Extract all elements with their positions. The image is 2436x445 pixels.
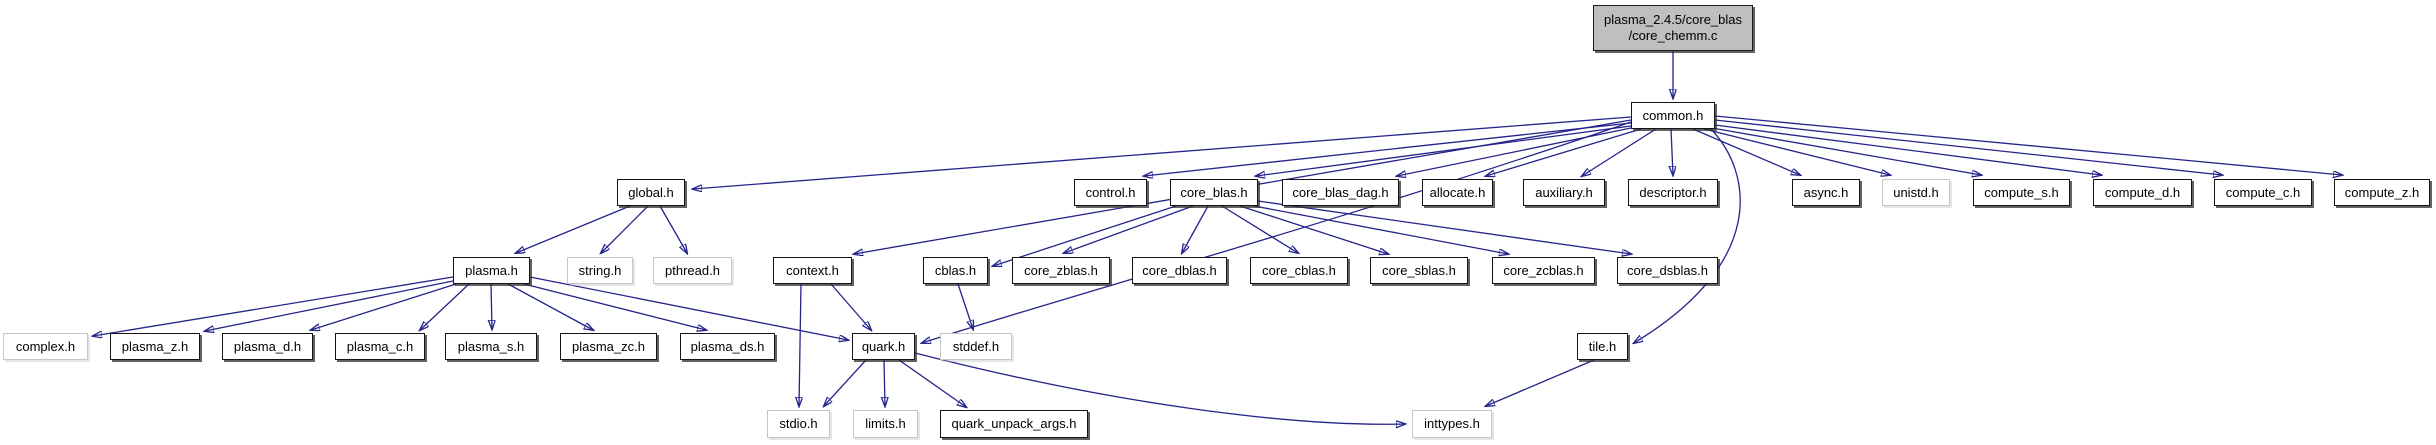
edge-coreblas-coresblas xyxy=(1239,205,1388,254)
edge-common-async xyxy=(1692,128,1800,175)
node-complex-h: complex.h xyxy=(3,333,88,360)
edge-common-coreblasdag xyxy=(1397,127,1632,176)
edge-global-pthread xyxy=(659,205,687,253)
edge-common-computed xyxy=(1714,124,2101,175)
edge-common-unistd xyxy=(1703,128,1890,175)
edge-plasma-plasmads xyxy=(523,283,706,330)
node-stddef-h: stddef.h xyxy=(940,333,1012,360)
edge-common-computes xyxy=(1711,127,1981,175)
node-compute-c-h[interactable]: compute_c.h xyxy=(2214,179,2312,206)
node-string-h: string.h xyxy=(567,257,633,284)
node-compute-s-h[interactable]: compute_s.h xyxy=(1973,179,2070,206)
edge-plasma-quark xyxy=(529,276,848,340)
node-core-dblas-h[interactable]: core_dblas.h xyxy=(1132,257,1227,284)
node-common-h[interactable]: common.h xyxy=(1631,102,1715,129)
node-unistd-h: unistd.h xyxy=(1882,179,1950,206)
edge-context-quark xyxy=(830,283,871,330)
edge-coreblas-corecblas xyxy=(1221,205,1298,253)
node-plasma-ds-h[interactable]: plasma_ds.h xyxy=(680,333,775,360)
edge-cblas-stddef xyxy=(957,283,973,329)
node-quark-h[interactable]: quark.h xyxy=(852,333,915,360)
node-plasma-h[interactable]: plasma.h xyxy=(453,257,530,284)
edge-common-computec xyxy=(1714,119,2222,175)
node-stdio-h: stdio.h xyxy=(767,410,830,438)
node-tile-h[interactable]: tile.h xyxy=(1577,333,1628,360)
node-quark-unpack-args-h[interactable]: quark_unpack_args.h xyxy=(940,410,1088,438)
edge-coreblas-corezcblas xyxy=(1253,205,1508,254)
node-plasma-d-h[interactable]: plasma_d.h xyxy=(222,333,313,360)
edge-common-control xyxy=(1144,122,1632,176)
node-context-h[interactable]: context.h xyxy=(773,257,852,284)
edge-common-auxiliary xyxy=(1582,128,1657,176)
node-core-chemm-c: plasma_2.4.5/core_blas /core_chemm.c xyxy=(1593,5,1753,51)
node-pthread-h: pthread.h xyxy=(653,257,732,284)
edge-plasma-plasmaz xyxy=(205,280,454,331)
node-plasma-z-h[interactable]: plasma_z.h xyxy=(110,333,200,360)
edge-plasma-plasmazc xyxy=(507,283,593,330)
node-control-h[interactable]: control.h xyxy=(1074,179,1147,206)
node-core-cblas-h[interactable]: core_cblas.h xyxy=(1250,257,1348,284)
edge-global-string xyxy=(601,205,649,253)
edge-global-plasma xyxy=(516,205,631,253)
node-global-h[interactable]: global.h xyxy=(617,179,685,206)
node-allocate-h[interactable]: allocate.h xyxy=(1422,179,1493,206)
node-core-zblas-h[interactable]: core_zblas.h xyxy=(1012,257,1110,284)
edge-context-stdio xyxy=(799,283,801,406)
node-descriptor-h[interactable]: descriptor.h xyxy=(1628,179,1718,206)
edge-plasma-complex xyxy=(93,276,454,336)
edge-plasma-plasmas xyxy=(491,283,492,329)
edge-common-quark xyxy=(922,121,1632,343)
edge-tile-inttypes xyxy=(1486,359,1595,406)
node-cblas-h[interactable]: cblas.h xyxy=(923,257,988,284)
node-inttypes-h: inttypes.h xyxy=(1412,410,1492,438)
edge-coreblas-coredsblas xyxy=(1257,200,1631,254)
node-auxiliary-h[interactable]: auxiliary.h xyxy=(1523,179,1605,206)
node-limits-h: limits.h xyxy=(853,410,918,438)
edge-common-allocate xyxy=(1486,128,1642,176)
edge-plasma-plasmad xyxy=(311,283,457,330)
edge-common-descriptor xyxy=(1671,128,1673,175)
node-core-sblas-h[interactable]: core_sblas.h xyxy=(1370,257,1468,284)
node-core-dsblas-h[interactable]: core_dsblas.h xyxy=(1617,257,1718,284)
edge-plasma-plasmac xyxy=(420,283,470,330)
edge-quark-stdio xyxy=(824,359,867,406)
node-plasma-s-h[interactable]: plasma_s.h xyxy=(445,333,537,360)
edge-quark-quarkunpack xyxy=(898,359,966,407)
node-core-zcblas-h[interactable]: core_zcblas.h xyxy=(1492,257,1595,284)
node-compute-d-h[interactable]: compute_d.h xyxy=(2093,179,2192,206)
node-plasma-c-h[interactable]: plasma_c.h xyxy=(335,333,425,360)
node-async-h[interactable]: async.h xyxy=(1792,179,1860,206)
edge-coreblas-corezblas xyxy=(1064,205,1194,253)
node-core-blas-h[interactable]: core_blas.h xyxy=(1170,179,1258,206)
node-plasma-zc-h[interactable]: plasma_zc.h xyxy=(560,333,657,360)
node-compute-z-h[interactable]: compute_z.h xyxy=(2334,179,2430,206)
edge-coreblas-coredblas xyxy=(1182,205,1209,253)
edge-common-computez xyxy=(1714,115,2342,175)
node-core-blas-dag-h[interactable]: core_blas_dag.h xyxy=(1282,179,1399,206)
edge-common-coreblas xyxy=(1256,125,1632,176)
edge-quark-limits xyxy=(884,359,885,406)
edge-common-tile xyxy=(1634,128,1741,343)
